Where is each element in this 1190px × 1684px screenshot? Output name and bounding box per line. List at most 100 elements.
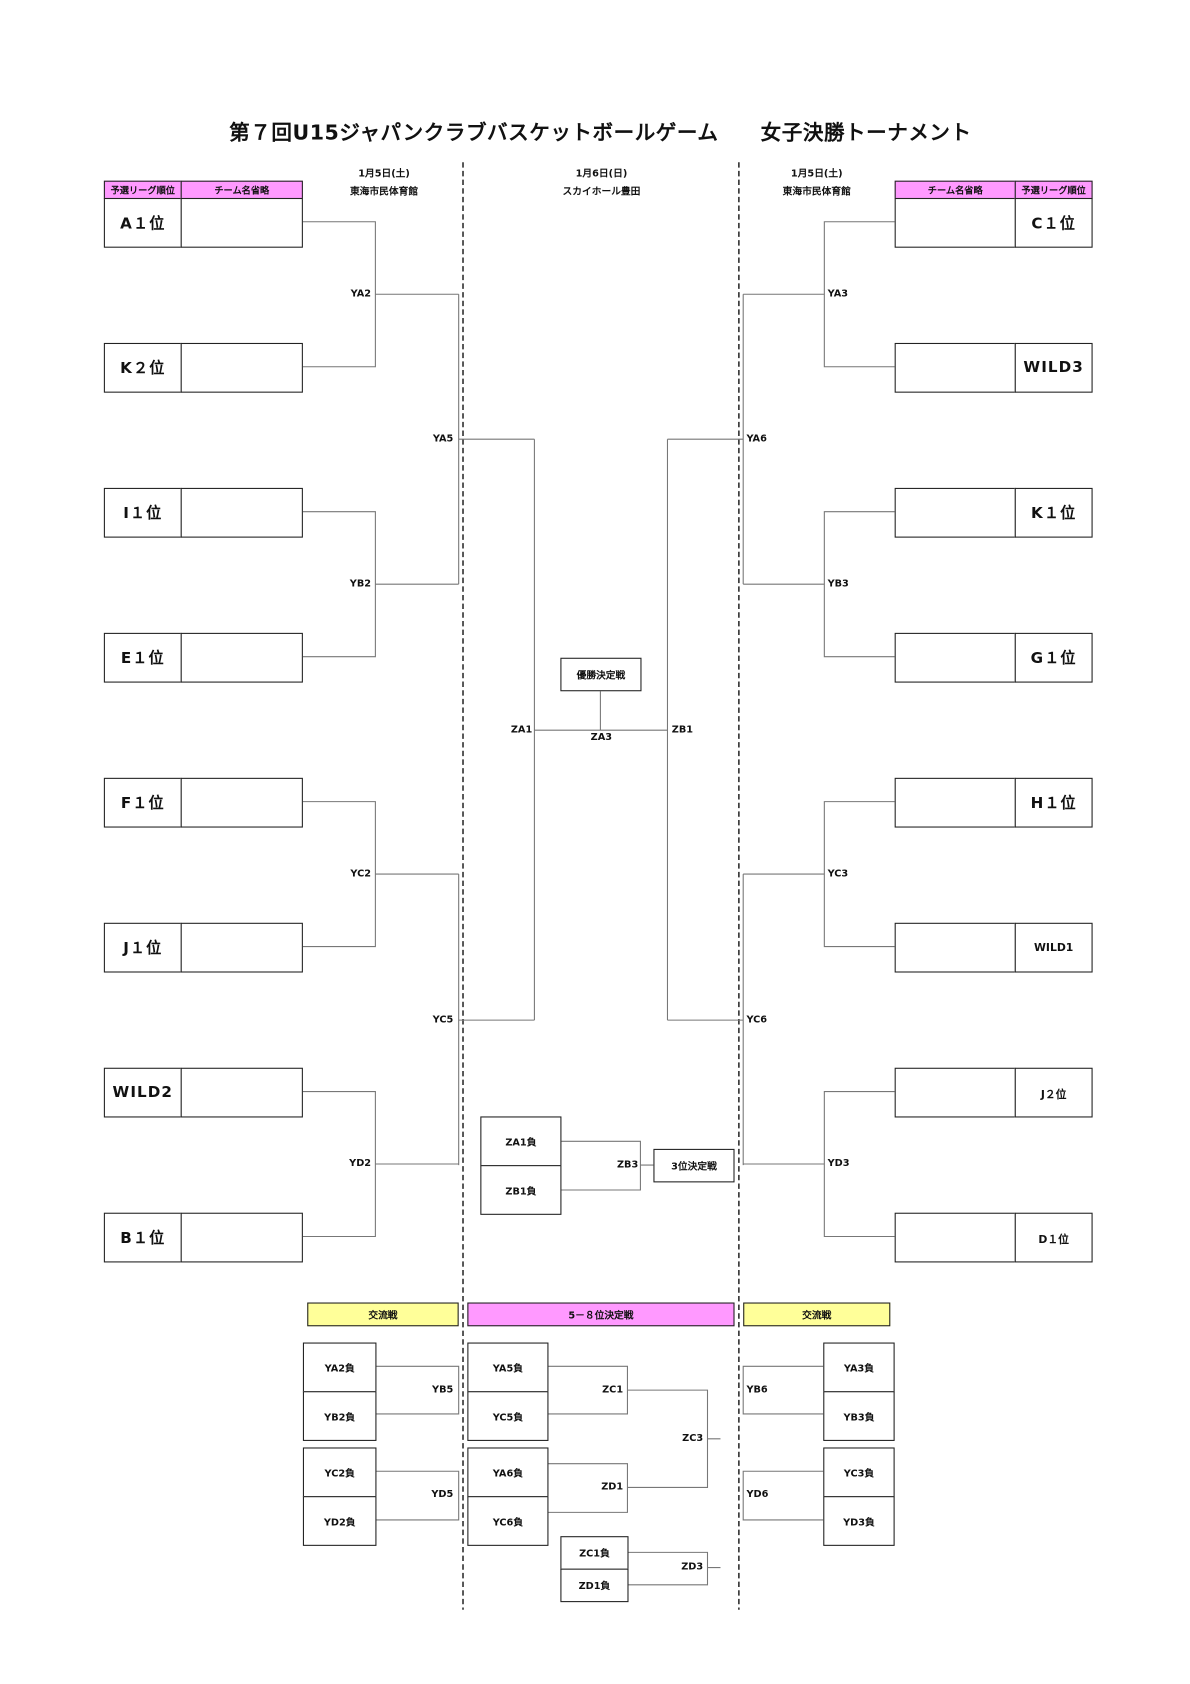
left-r1-bracket [302,221,459,368]
right-r1-bracket [743,801,895,948]
left-team-name-cell [180,632,303,683]
exchange-right-team: YD3負 [823,1496,895,1546]
right-r1-bracket [743,221,895,368]
left-r2-bracket [458,294,668,1166]
match-placement-final: ZC3 [682,1433,704,1445]
match-left-r1: YD2 [349,1158,372,1170]
left-team-name-cell [180,1212,303,1263]
exchange-left-team: YA2負 [302,1342,377,1393]
right-team-name-cell [894,632,1016,683]
right-r2-bracket [666,294,744,1166]
left-rank-cell: B１位 [103,1212,182,1263]
match-right-r1: YC3 [827,868,849,880]
exchange-right-team: YC3負 [823,1447,895,1498]
right-rank-cell: D１位 [1014,1212,1093,1263]
right-rank-cell: C１位 [1014,197,1093,248]
right-rank-cell: WILD1 [1014,922,1093,973]
match-right-r2: YC6 [746,1014,768,1026]
left-team-name-cell [180,342,303,393]
left-r1-bracket [302,1090,459,1238]
right-venue: 東海市民体育館 [782,187,851,198]
right-r1-bracket [743,1090,895,1238]
right-team-name-cell [894,922,1016,973]
right-rank-cell: G１位 [1014,632,1093,683]
placement-lower-bracket [627,1551,721,1586]
exchange-left-team: YB2負 [302,1391,377,1441]
third-label-box: 3位決定戦 [653,1148,735,1183]
right-team-name-cell [894,487,1016,538]
right-r1-bracket [743,511,895,658]
match-left-r2: YC5 [432,1014,454,1026]
exchange-left-bracket [375,1365,460,1521]
match-third: ZB3 [616,1159,639,1171]
match-left-r1: YC2 [350,868,372,880]
placement-team: YC5負 [467,1391,549,1441]
section-exchange-left: 交流戦 [307,1302,459,1327]
third-team-1: ZA1負 [480,1116,562,1167]
center-venue: スカイホール豊田 [562,187,641,198]
match-placement: ZD1 [601,1482,624,1493]
match-semi-right: ZB1 [671,724,694,736]
right-team-name-cell [894,1067,1016,1118]
exchange-left-team: YD2負 [302,1496,377,1546]
match-left-r1: YA2 [350,288,372,300]
left-date: 1月5日(土) [358,168,410,180]
exchange-right-team: YB3負 [823,1391,895,1441]
left-team-name-cell [180,922,303,973]
right-team-name-cell [894,197,1016,248]
match-semi-left: ZA1 [510,724,533,736]
placement-lower-team: ZD1負 [560,1568,629,1603]
left-team-name-cell [180,487,303,538]
left-team-name-cell [180,1067,303,1118]
right-rank-cell: K１位 [1014,487,1093,538]
right-team-name-cell [894,342,1016,393]
section-exchange-right: 交流戦 [743,1302,891,1327]
left-rank-cell: E１位 [103,632,182,683]
match-placement: ZC1 [602,1384,624,1396]
left-team-name-cell [180,197,303,248]
left-rank-cell: A１位 [103,197,182,248]
match-right-r1: YA3 [827,288,849,300]
header-team-right: チーム名省略 [894,180,1016,200]
final-label-box: 優勝決定戦 [560,657,642,692]
match-right-r1: YD3 [827,1158,850,1170]
match-right-r2: YA6 [746,433,767,445]
placement-team: YA5負 [467,1342,549,1393]
exchange-right-bracket [742,1365,824,1521]
placement-team: YA6負 [467,1447,549,1498]
placement-team: YC6負 [467,1496,549,1546]
right-team-name-cell [894,1212,1016,1263]
match-placement-lower: ZD3 [681,1562,704,1573]
exchange-left-team: YC2負 [302,1447,377,1498]
right-date: 1月5日(土) [790,168,843,180]
left-rank-cell: K２位 [103,342,182,393]
right-team-name-cell [894,777,1016,828]
placement-bracket [547,1365,721,1513]
section-placement: 5－８位決定戦 [467,1302,735,1327]
center-date: 1月6日(日) [575,168,628,180]
match-left-r1: YB2 [349,578,372,590]
right-rank-cell: WILD3 [1014,342,1093,393]
left-rank-cell: I１位 [103,487,182,538]
match-left-r2: YA5 [432,433,454,445]
match-exchange-left: YD5 [431,1489,454,1501]
left-team-name-cell [180,777,303,828]
right-rank-cell: H１位 [1014,777,1093,828]
header-team-left: チーム名省略 [180,180,303,200]
exchange-right-team: YA3負 [823,1342,895,1393]
third-team-2: ZB1負 [480,1165,562,1215]
third-bracket [560,1140,654,1191]
left-r1-bracket [302,511,459,658]
left-rank-cell: WILD2 [103,1067,182,1118]
right-rank-cell: J２位 [1014,1067,1093,1118]
left-r1-bracket [302,801,459,948]
match-final: ZA3 [590,732,613,744]
left-rank-cell: J１位 [103,922,182,973]
match-right-r1: YB3 [827,578,849,590]
header-rank-left: 予選リーグ順位 [103,180,182,200]
header-rank-right: 予選リーグ順位 [1014,180,1093,200]
left-venue: 東海市民体育館 [349,187,419,198]
left-rank-cell: F１位 [103,777,182,828]
